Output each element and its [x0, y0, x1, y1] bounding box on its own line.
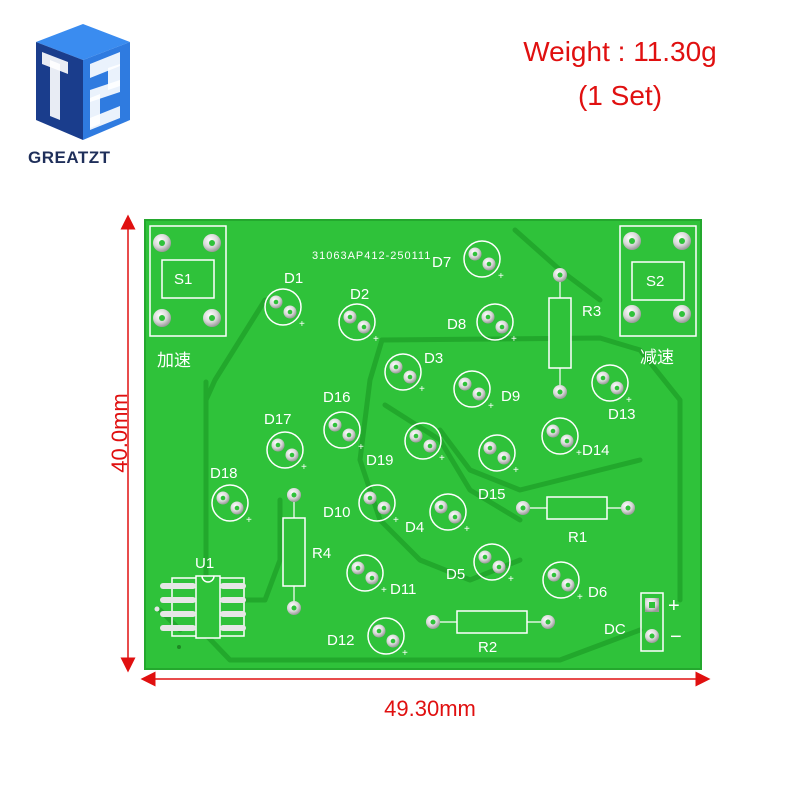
svg-text:+: + [246, 515, 252, 526]
led-5: + D5 [446, 543, 514, 585]
led-17: + D17 [264, 411, 307, 473]
svg-text:+: + [402, 648, 408, 659]
led-14: +D14 [541, 417, 610, 459]
led-label-18: D18 [210, 465, 238, 482]
led-3: + D3 [384, 350, 443, 395]
brand-name: GREATZT [28, 148, 111, 167]
power-plus-label: + [668, 595, 680, 617]
cube-logo-icon [36, 24, 130, 140]
led-label-4: D4 [405, 519, 424, 536]
svg-text:+: + [358, 442, 364, 453]
led-18: + D18 [210, 465, 252, 526]
svg-text:+: + [513, 465, 519, 476]
led-label-8: D8 [447, 316, 466, 333]
led-13: +D13 [591, 364, 636, 423]
svg-text:+: + [488, 401, 494, 412]
weight-info: Weight : 11.30g (1 Set) [490, 30, 750, 118]
svg-text:+: + [498, 271, 504, 282]
led-label-13: D13 [608, 406, 636, 423]
led-label-9: D9 [501, 388, 520, 405]
led-label-1: D1 [284, 270, 303, 287]
switch-label-s2: S2 [646, 273, 664, 290]
resistor-label-r1: R1 [568, 529, 587, 546]
svg-text:+: + [577, 592, 583, 603]
resistor-r1: R1 [516, 496, 635, 546]
led-4: + D4 [405, 493, 470, 536]
led-8: + D8 [447, 303, 517, 345]
resistor-r3: R3 [548, 268, 601, 399]
resistor-label-r3: R3 [582, 303, 601, 320]
led-label-16: D16 [323, 389, 351, 406]
ic-label: U1 [195, 555, 214, 572]
led-19: + D19 [366, 422, 445, 469]
led-10: + D10 [323, 484, 399, 526]
board-code: 31063AP412-250111 [312, 250, 431, 262]
svg-text:+: + [576, 448, 582, 459]
resistor-label-r4: R4 [312, 545, 331, 562]
led-label-17: D17 [264, 411, 292, 428]
led-label-5: D5 [446, 566, 465, 583]
led-label-11: D11 [390, 581, 416, 598]
led-label-10: D10 [323, 504, 351, 521]
led-group: +D1+D2+D3+D4+D5+D6+D7+D8+D9+D10+D11+D12+… [210, 240, 636, 659]
svg-text:+: + [419, 384, 425, 395]
led-label-15: D15 [478, 486, 506, 503]
weight-line: Weight : 11.30g [523, 36, 717, 67]
switch-s2: S2 减速 [619, 225, 697, 368]
brand-logo: GREATZT [28, 20, 138, 167]
set-line: (1 Set) [577, 80, 663, 111]
led-label-14: D14 [582, 442, 610, 459]
power-label: DC [604, 621, 626, 638]
switch-caption-s2: 减速 [640, 348, 674, 368]
pcb-board [145, 220, 701, 669]
switch-caption-s1: 加速 [157, 351, 191, 371]
svg-text:+: + [626, 395, 632, 406]
led-label-6: D6 [588, 584, 607, 601]
led-7: + D7 [432, 240, 504, 282]
led-16: + D16 [323, 389, 364, 453]
svg-text:+: + [299, 319, 305, 330]
svg-text:+: + [508, 574, 514, 585]
led-12: + D12 [327, 617, 408, 659]
led-label-12: D12 [327, 632, 355, 649]
resistor-r2: R2 [426, 610, 555, 656]
switch-label-s1: S1 [174, 271, 192, 288]
svg-text:+: + [301, 462, 307, 473]
led-label-2: D2 [350, 286, 369, 303]
power-minus-label: − [670, 626, 682, 648]
led-1: + D1 [264, 270, 305, 330]
led-label-19: D19 [366, 452, 394, 469]
svg-text:+: + [464, 524, 470, 535]
led-label-3: D3 [424, 350, 443, 367]
power-connector: DC + − [604, 592, 682, 652]
width-dimension-label: 49.30mm [384, 696, 476, 721]
led-11: +D11 [346, 554, 416, 598]
ic-u1: U1 [154, 555, 246, 639]
led-15: + D15 [478, 434, 519, 503]
resistor-r4: R4 [282, 488, 331, 615]
led-6: + D6 [542, 561, 607, 603]
led-2: + D2 [338, 286, 379, 345]
led-label-7: D7 [432, 254, 451, 271]
svg-text:+: + [373, 334, 379, 345]
svg-text:+: + [393, 515, 399, 526]
svg-text:+: + [511, 334, 517, 345]
svg-text:+: + [439, 453, 445, 464]
resistor-label-r2: R2 [478, 639, 497, 656]
svg-text:+: + [381, 585, 387, 596]
led-9: + D9 [453, 370, 520, 412]
switch-s1: S1 加速 [149, 225, 227, 371]
